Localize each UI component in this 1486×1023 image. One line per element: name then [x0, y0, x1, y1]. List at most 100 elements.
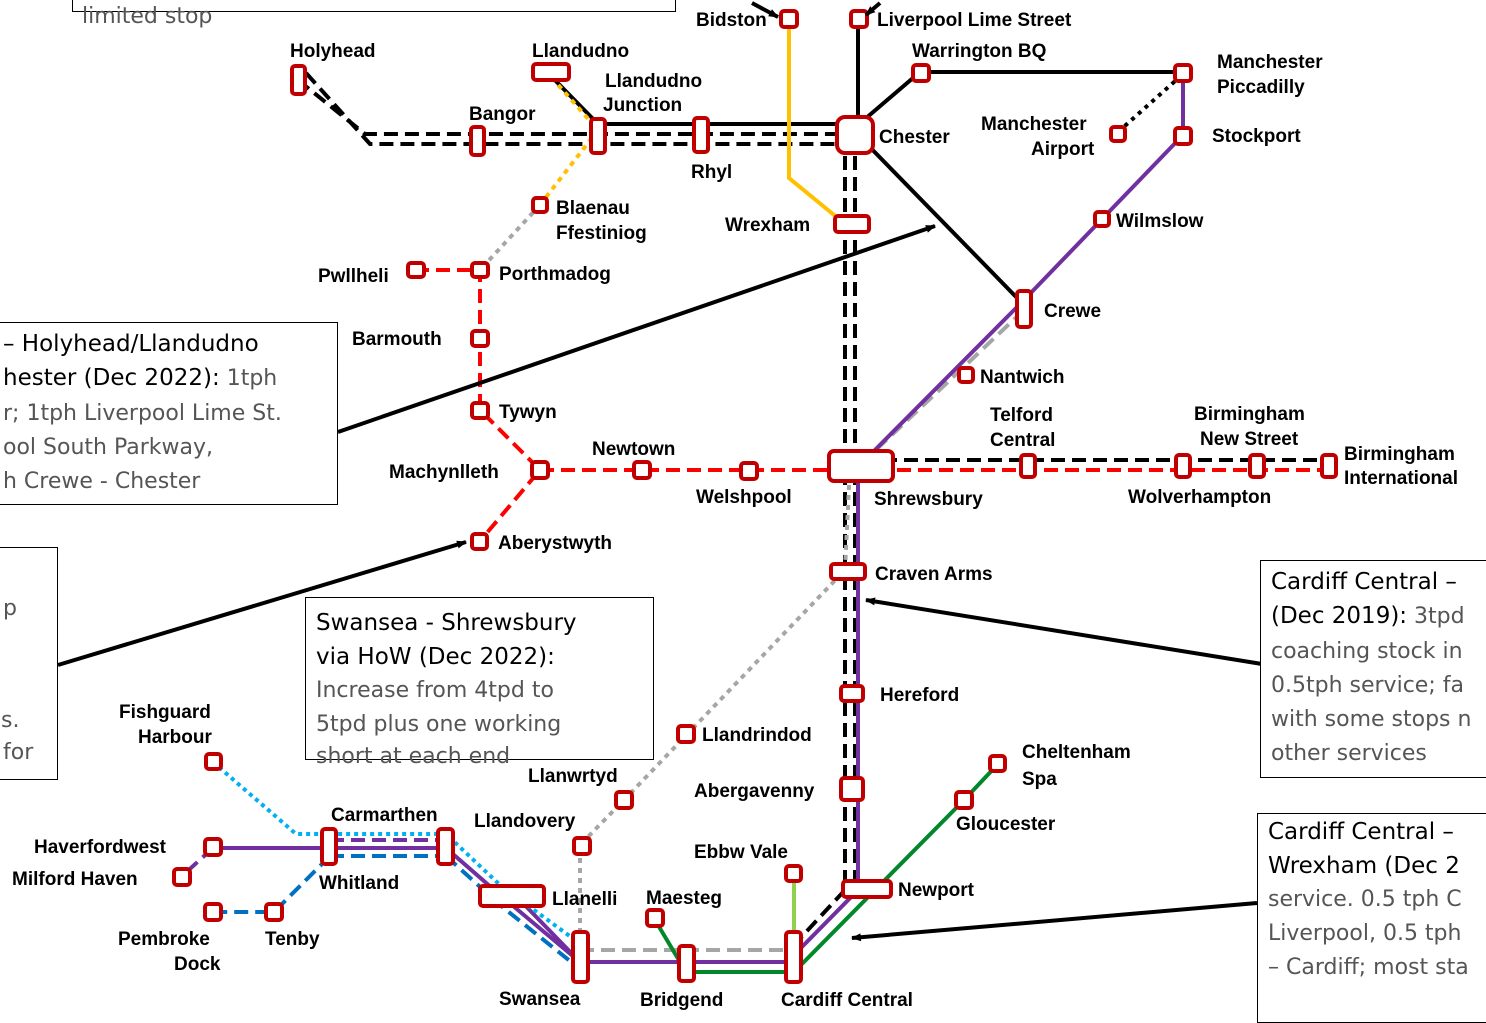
callout-holyhead-line2-bold: hester (Dec 2022): [3, 365, 220, 391]
station-marker-holyhead[interactable] [290, 64, 307, 96]
station-marker-porthmadog[interactable] [470, 261, 490, 279]
station-marker-welshpool[interactable] [739, 461, 759, 481]
label-llandudno: Llandudno [532, 41, 629, 62]
station-marker-manchester-airport[interactable] [1109, 125, 1127, 143]
station-marker-birmingham-new-street[interactable] [1248, 453, 1266, 479]
label-nantwich: Nantwich [980, 367, 1064, 388]
station-marker-shrewsbury[interactable] [827, 449, 895, 483]
station-marker-llanwrtyd[interactable] [614, 790, 634, 810]
station-marker-fishguard-harbour[interactable] [204, 752, 223, 771]
callout-premier-line2-rest: 3tpd [1407, 604, 1465, 629]
label-pembroke-dock-1: Pembroke [118, 929, 210, 950]
station-marker-wolverhampton[interactable] [1174, 453, 1192, 479]
station-marker-chester[interactable] [835, 115, 875, 155]
station-marker-bidston[interactable] [779, 9, 799, 29]
station-marker-manchester-piccadilly[interactable] [1173, 63, 1193, 83]
label-manchester-piccadilly-1: Manchester [1217, 52, 1323, 73]
callout-left-line3: for [3, 740, 34, 765]
callout-swansea-line1: Swansea - Shrewsbury [316, 610, 577, 636]
label-rhyl: Rhyl [691, 162, 732, 183]
station-markers [172, 9, 1338, 984]
station-marker-llandrindod[interactable] [676, 724, 696, 744]
callout-top-left-line1: limited stop [82, 4, 213, 29]
route-black-dashed [296, 71, 1330, 947]
label-bridgend: Bridgend [640, 990, 723, 1011]
station-marker-milford-haven[interactable] [172, 867, 192, 887]
label-warrington-bq: Warrington BQ [912, 41, 1046, 62]
station-marker-maesteg[interactable] [645, 908, 665, 928]
label-birmingham-international-2: International [1344, 468, 1458, 489]
label-bidston: Bidston [696, 10, 767, 31]
label-telford-central-2: Central [990, 430, 1055, 451]
station-marker-tenby[interactable] [264, 902, 284, 922]
station-marker-rhyl[interactable] [692, 116, 710, 154]
station-marker-warrington-bq[interactable] [911, 63, 931, 83]
label-llanelli: Llanelli [552, 889, 617, 910]
station-marker-craven-arms[interactable] [829, 562, 867, 581]
label-craven-arms: Craven Arms [875, 564, 993, 585]
station-marker-hereford[interactable] [839, 684, 865, 703]
station-marker-machynlleth[interactable] [530, 460, 550, 480]
station-marker-tywyn[interactable] [470, 401, 490, 420]
station-labels: Bidston Liverpool Lime Street Holyhead L… [12, 10, 1458, 1011]
station-marker-llandudno-junction[interactable] [589, 117, 607, 155]
callout-premier-line1: Cardiff Central – [1271, 569, 1457, 595]
station-marker-carmarthen[interactable] [320, 827, 338, 866]
callout-wrexham-line5: – Cardiff; most sta [1268, 955, 1469, 980]
station-marker-bangor[interactable] [469, 125, 486, 157]
label-stockport: Stockport [1212, 126, 1301, 147]
station-marker-llandovery-east[interactable] [436, 827, 455, 866]
station-marker-aberystwyth[interactable] [470, 532, 489, 551]
label-welshpool: Welshpool [696, 487, 792, 508]
callout-wrexham-line4: Liverpool, 0.5 tph [1268, 921, 1462, 946]
station-marker-barmouth[interactable] [470, 329, 490, 348]
label-birmingham-new-street-2: New Street [1200, 429, 1299, 450]
label-pwllheli: Pwllheli [318, 266, 389, 287]
label-blaenau-ffestiniog-1: Blaenau [556, 198, 630, 219]
label-pembroke-dock-2: Dock [174, 954, 221, 975]
station-marker-newtown[interactable] [632, 460, 652, 480]
station-marker-pwllheli[interactable] [406, 261, 426, 279]
label-maesteg: Maesteg [646, 888, 722, 909]
station-marker-stockport[interactable] [1173, 126, 1193, 146]
label-newport: Newport [898, 880, 975, 901]
label-fishguard-harbour-1: Fishguard [119, 702, 211, 723]
station-marker-haverfordwest[interactable] [203, 837, 223, 857]
station-marker-pembroke-dock[interactable] [203, 902, 223, 922]
route-black-dotted [1116, 72, 1185, 134]
station-marker-blaenau-ffestiniog[interactable] [531, 196, 549, 214]
station-marker-crewe[interactable] [1015, 289, 1033, 329]
label-shrewsbury: Shrewsbury [874, 489, 983, 510]
station-marker-ebbw-vale[interactable] [784, 864, 803, 883]
station-marker-wrexham[interactable] [833, 214, 871, 234]
label-manchester-piccadilly-2: Piccadilly [1217, 77, 1305, 98]
label-liverpool-lime-street: Liverpool Lime Street [877, 10, 1072, 31]
station-marker-llanelli[interactable] [478, 884, 546, 908]
station-marker-cheltenham-spa[interactable] [988, 754, 1007, 773]
station-marker-newport[interactable] [841, 879, 893, 899]
station-marker-bridgend[interactable] [677, 944, 696, 983]
station-marker-abergavenny[interactable] [839, 776, 865, 802]
station-marker-telford-central[interactable] [1019, 453, 1037, 479]
station-marker-swansea[interactable] [571, 930, 590, 984]
route-black-solid [543, 20, 1183, 307]
callout-holyhead-line3: r; 1tph Liverpool Lime St. [3, 401, 282, 426]
callout-swansea-line2: via HoW (Dec 2022): [316, 644, 555, 670]
arrow-left-box [57, 540, 467, 667]
station-marker-llandudno[interactable] [531, 62, 571, 82]
callout-premier-line6: other services [1271, 741, 1427, 766]
label-fishguard-harbour-2: Harbour [138, 727, 213, 748]
label-cheltenham-spa-2: Spa [1022, 769, 1057, 790]
label-holyhead: Holyhead [290, 41, 376, 62]
label-newtown: Newtown [592, 439, 675, 460]
station-marker-llandovery[interactable] [572, 836, 592, 856]
callout-swansea-shrewsbury: Swansea - Shrewsbury via HoW (Dec 2022):… [305, 597, 654, 769]
station-marker-cardiff-central[interactable] [784, 930, 803, 984]
callout-top-left [72, 0, 676, 12]
station-marker-gloucester[interactable] [954, 790, 974, 810]
station-marker-birmingham-international[interactable] [1320, 453, 1338, 479]
station-marker-nantwich[interactable] [957, 366, 975, 384]
station-marker-wilmslow[interactable] [1093, 210, 1111, 228]
station-marker-liverpool-lime-street[interactable] [849, 9, 869, 29]
label-manchester-airport-2: Airport [1031, 139, 1095, 160]
